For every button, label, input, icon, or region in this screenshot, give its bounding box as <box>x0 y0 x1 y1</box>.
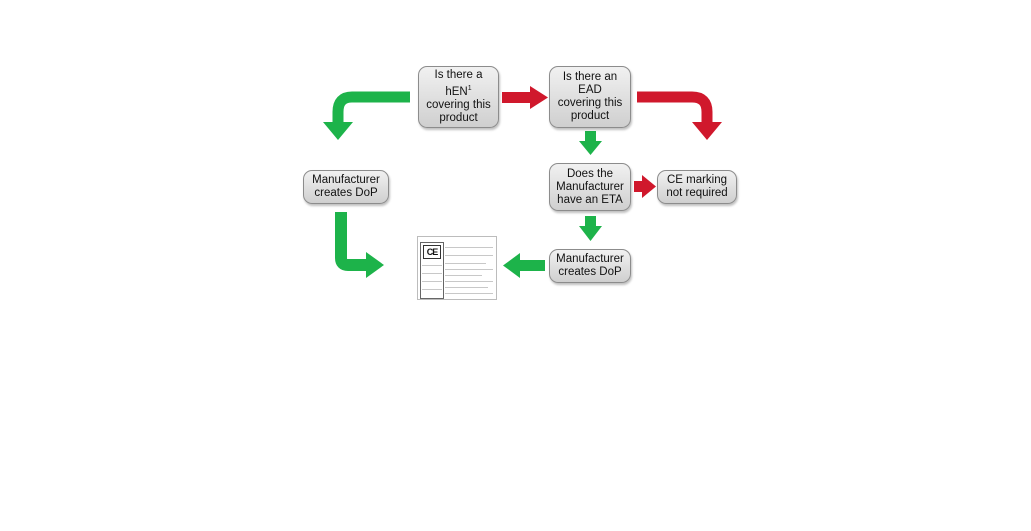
doc-rule <box>445 255 493 256</box>
decision-hen: Is there a hEN1 covering this product <box>418 66 499 128</box>
ce-not-required-line: not required <box>666 187 728 199</box>
arrow-ead-to-eta <box>585 131 596 142</box>
footnote-marker: 1 <box>467 85 472 93</box>
ce-marking-not-required: CE marking not required <box>657 170 737 204</box>
ce-mark-icon: CE <box>423 245 441 259</box>
doc-rule <box>422 289 442 290</box>
manufacturer-creates-dop-left: Manufacturer creates DoP <box>303 170 389 204</box>
doc-rule <box>422 265 442 266</box>
arrow-manufacturer-left-to-doc-head <box>366 252 384 278</box>
doc-rule <box>445 275 482 276</box>
decision-ead-line: covering this <box>557 97 623 109</box>
doc-rule <box>445 293 493 294</box>
manufacturer-right-line: Manufacturer <box>556 253 624 265</box>
decision-eta-line: Manufacturer <box>556 180 624 193</box>
arrow-eta-to-ce <box>634 181 644 192</box>
dop-document-thumbnail: CE <box>417 236 497 300</box>
decision-ead: Is there an EAD covering this product <box>549 66 631 128</box>
decision-hen-line: covering this <box>426 98 491 111</box>
decision-eta-line: have an ETA <box>557 193 623 206</box>
arrow-ead-to-eta-head <box>579 141 602 155</box>
manufacturer-left-line: Manufacturer <box>312 174 380 186</box>
arrow-hen-to-manufacturer-left-head <box>323 122 353 140</box>
doc-rule <box>445 281 493 282</box>
arrow-eta-to-ce-head <box>642 175 656 198</box>
ce-not-required-line: CE marking <box>666 174 728 186</box>
manufacturer-left-line: creates DoP <box>314 187 378 199</box>
arrow-manufacturer-left-to-doc <box>335 212 368 271</box>
arrow-hen-to-ead-head <box>530 86 548 109</box>
manufacturer-right-line: creates DoP <box>558 266 622 278</box>
doc-rule <box>445 263 486 264</box>
doc-rule <box>422 273 442 274</box>
arrow-eta-to-manufacturer-right-head <box>579 226 602 241</box>
arrow-hen-to-manufacturer-left <box>332 91 410 124</box>
doc-rule <box>445 287 488 288</box>
arrow-manufacturer-right-to-doc <box>518 260 545 271</box>
decision-eta: Does the Manufacturer have an ETA <box>549 163 631 211</box>
decision-hen-line: hEN1 <box>445 82 471 99</box>
decision-hen-line: Is there a <box>434 69 483 82</box>
hen-label: hEN <box>445 85 468 98</box>
decision-ead-line: Is there an <box>562 71 618 83</box>
arrow-ead-to-ce-head <box>692 122 722 140</box>
decision-hen-line: product <box>439 111 478 124</box>
doc-rule <box>445 247 493 248</box>
arrow-eta-to-manufacturer-right <box>585 216 596 227</box>
arrow-ead-to-ce <box>637 91 713 124</box>
doc-left-column: CE <box>420 242 444 299</box>
manufacturer-creates-dop-right: Manufacturer creates DoP <box>549 249 631 283</box>
decision-ead-line: EAD <box>578 84 602 96</box>
arrow-hen-to-ead <box>502 92 532 103</box>
arrow-manufacturer-right-to-doc-head <box>503 253 520 278</box>
doc-rule <box>422 281 442 282</box>
decision-eta-line: Does the <box>566 167 614 180</box>
decision-ead-line: product <box>570 110 610 122</box>
doc-rule <box>445 269 493 270</box>
